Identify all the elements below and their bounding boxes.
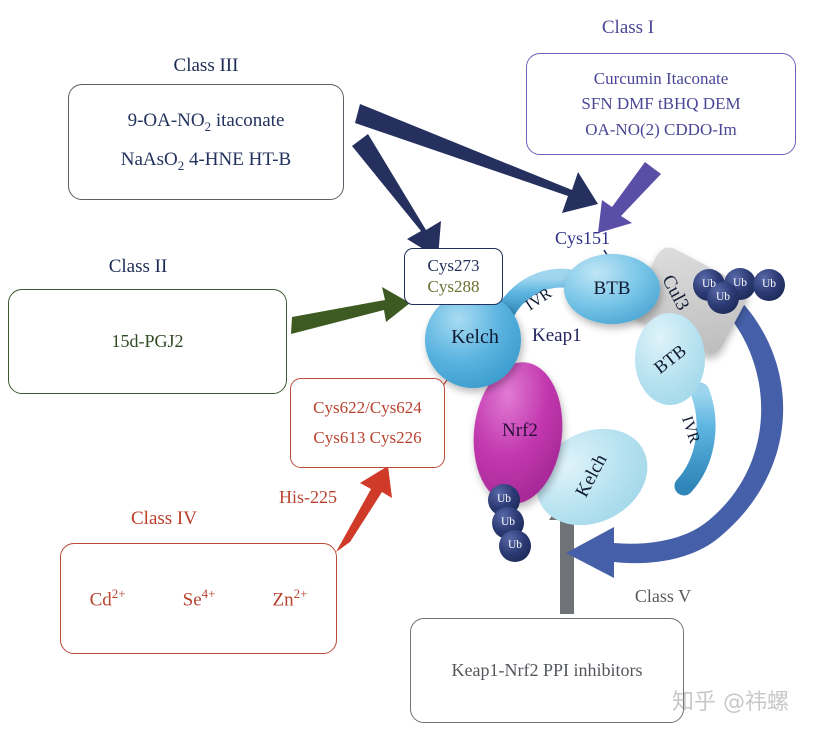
ivr-linker-bottom [674, 382, 716, 496]
his225-annotation: His-225 [279, 487, 337, 507]
arrow-class1-to-cys151 [598, 162, 661, 233]
cys151-annotation: Cys151 [555, 228, 611, 248]
kelch-domain-top [425, 292, 521, 388]
arrow-class2-to-cys273 [291, 287, 410, 334]
cys613-cys226-label: Cys613 Cys226 [313, 428, 422, 447]
class1-line-2: SFN DMF tBHQ DEM [581, 94, 741, 114]
kelch-domain-bottom [536, 428, 648, 526]
class3-line-1: 9-OA-NO2 itaconate [127, 110, 285, 135]
class5-line-1: Keap1-Nrf2 PPI inhibitors [451, 660, 643, 681]
arrow-class4-to-cys622 [336, 466, 392, 552]
btb-domain-bottom [635, 313, 705, 405]
class1-box[interactable]: Curcumin Itaconate SFN DMF tBHQ DEM OA-N… [526, 53, 796, 155]
class4-ion-row: Cd2+ Se4+ Zn2+ [61, 586, 336, 611]
class5-label: Class V [634, 586, 692, 606]
watermark: 知乎 @祎螺 [672, 690, 789, 715]
class3-box[interactable]: 9-OA-NO2 itaconate NaAsO2 4-HNE HT-B [68, 84, 344, 200]
ubiquitin-cluster-bottom [488, 484, 531, 562]
ubiquitin-cluster-top [693, 268, 785, 314]
class2-line-1: 15d-PGJ2 [111, 331, 184, 352]
arrow-ubiquitination-cycle [566, 296, 784, 578]
class1-line-1: Curcumin Itaconate [593, 68, 729, 88]
cys622-cys624-label: Cys622/Cys624 [313, 398, 422, 418]
ion-se: Se4+ [182, 585, 216, 611]
cys273-label: Cys273 [427, 256, 480, 276]
class4-label: Class IV [131, 508, 197, 529]
cys273-cys288-box[interactable]: Cys273 Cys288 [404, 248, 503, 305]
arrow-class5-to-complex [549, 495, 584, 614]
class2-label: Class II [108, 256, 168, 277]
class4-box[interactable]: Cd2+ Se4+ Zn2+ [60, 543, 337, 654]
class3-line-2: NaAsO2 4-HNE HT-B [120, 149, 292, 173]
class3-label: Class III [173, 55, 239, 76]
arrow-class3-to-cys151 [355, 104, 598, 213]
ion-zn: Zn2+ [272, 585, 308, 611]
keap1-annotation: Keap1 [532, 325, 582, 346]
class2-box[interactable]: 15d-PGJ2 [8, 289, 287, 394]
ion-cd: Cd2+ [89, 585, 126, 611]
cys288-label: Cys288 [427, 277, 480, 296]
arrow-class3-to-cys273 [352, 134, 441, 258]
class1-label: Class I [601, 17, 655, 38]
btb-domain-top [564, 254, 660, 324]
class1-line-3: OA-NO(2) CDDO-Im [585, 119, 737, 139]
nrf2-protein [473, 362, 563, 504]
cys622-residues-box[interactable]: Cys622/Cys624 Cys613 Cys226 [290, 378, 445, 468]
class5-box[interactable]: Keap1-Nrf2 PPI inhibitors [410, 618, 684, 723]
